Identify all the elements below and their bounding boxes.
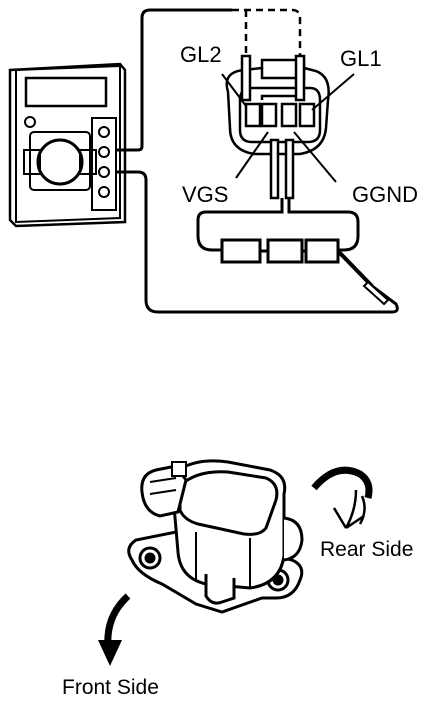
terminal-label-vgs: VGS bbox=[182, 182, 229, 207]
label-leader-lines bbox=[221, 73, 355, 183]
sensor-connector-icon bbox=[225, 54, 330, 200]
terminal-label-gl2: GL2 bbox=[180, 42, 222, 67]
terminal-label-ggnd: GGND bbox=[352, 182, 418, 207]
terminal-label-gl1: GL1 bbox=[340, 46, 382, 71]
dashed-probe-lead bbox=[232, 8, 302, 56]
multimeter-icon bbox=[8, 62, 127, 228]
test-leads bbox=[116, 8, 399, 314]
front-side-label: Front Side bbox=[62, 676, 159, 699]
front-rotation-arrow-icon bbox=[98, 593, 131, 666]
rear-side-label: Rear Side bbox=[320, 538, 414, 561]
sensor-unit-icon bbox=[127, 459, 304, 614]
resistor-chain-icon bbox=[196, 198, 390, 306]
rear-rotation-arrow-icon bbox=[311, 466, 373, 530]
